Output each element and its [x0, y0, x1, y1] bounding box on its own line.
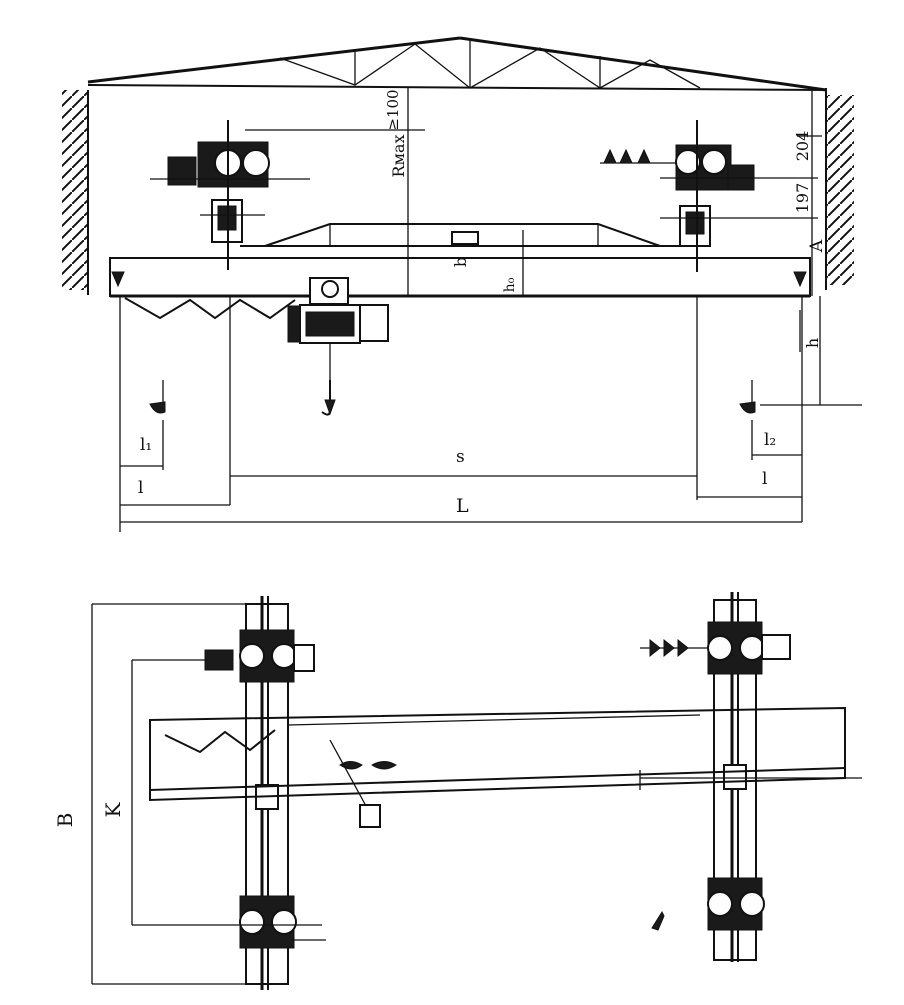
- dim-204-label: 204: [793, 131, 812, 162]
- h-label: h: [803, 338, 822, 348]
- r-max-label: Rмах: [389, 134, 408, 177]
- left-wall: [62, 90, 89, 295]
- b-label: b: [451, 257, 470, 267]
- dim-197-label: 197: [793, 183, 812, 214]
- left-hook: [149, 380, 166, 414]
- l-left-label: l: [138, 478, 143, 498]
- right-end-carriage: [640, 592, 791, 962]
- right-runway-hoist: [600, 120, 818, 272]
- bridge-girder: [109, 223, 811, 298]
- roof-truss: [87, 36, 827, 92]
- left-runway-hoist: [150, 120, 310, 270]
- dimension-lines: [119, 90, 862, 532]
- stray-mark: [651, 910, 665, 931]
- right-wall: [825, 88, 854, 290]
- s-label: s: [456, 447, 465, 467]
- elevation-view: Rмах ≥100 b h₀ h A 197 204 l₁ l₂ l l s L: [62, 36, 862, 532]
- r-min-label: ≥100: [384, 89, 402, 130]
- plan-view: B K: [53, 592, 862, 990]
- left-end-carriage: [204, 596, 315, 990]
- h0-label: h₀: [502, 277, 518, 292]
- l-right-label: l: [762, 469, 767, 489]
- L-label: L: [456, 495, 469, 517]
- B-label: B: [53, 813, 77, 828]
- K-label: K: [101, 801, 125, 817]
- a-label: A: [807, 239, 827, 253]
- l2-label: l₂: [764, 430, 776, 450]
- right-hook: [739, 380, 756, 414]
- bottom-zigzag: [124, 297, 296, 320]
- plan-dimension-lines: [91, 603, 862, 985]
- trolley-hoist: [287, 277, 389, 416]
- l1-label: l₁: [140, 435, 152, 455]
